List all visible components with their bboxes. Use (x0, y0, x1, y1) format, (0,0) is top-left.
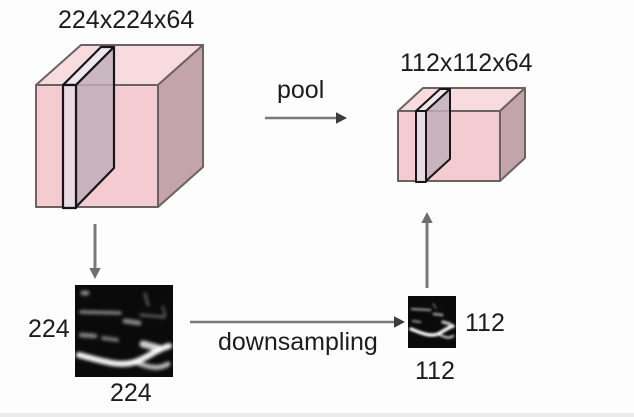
output-slice-front-strip (415, 110, 427, 183)
volume-to-map-arrow-head (89, 268, 101, 279)
map-to-volume-arrow (421, 212, 433, 288)
volume-to-map-arrow (89, 224, 101, 279)
downsampling-arrow-head (394, 316, 405, 328)
output-volume-slice (415, 88, 451, 183)
pool-arrow-label: pool (277, 76, 325, 104)
input-slice-front-strip (61, 83, 78, 210)
output-map-width-label: 112 (415, 357, 455, 385)
downsampling-arrow (190, 316, 405, 328)
input-volume-cube (35, 44, 204, 208)
input-map-height-label: 224 (28, 315, 70, 343)
pool-arrow (265, 112, 347, 124)
input-volume-label: 224x224x64 (58, 6, 195, 34)
output-activation-map (408, 296, 456, 348)
downsampling-arrow-label: downsampling (218, 328, 378, 356)
pool-arrow-head (336, 112, 347, 124)
map-to-volume-arrow-head (421, 212, 433, 223)
input-map-width-label: 224 (110, 379, 152, 407)
input-volume-slice (61, 45, 116, 210)
input-map-streaks (76, 290, 172, 370)
output-map-streaks (409, 303, 455, 339)
output-map-height-label: 112 (465, 309, 505, 337)
input-activation-map (75, 285, 173, 377)
bottom-edge-band (0, 413, 634, 417)
output-volume-label: 112x112x64 (400, 49, 533, 77)
